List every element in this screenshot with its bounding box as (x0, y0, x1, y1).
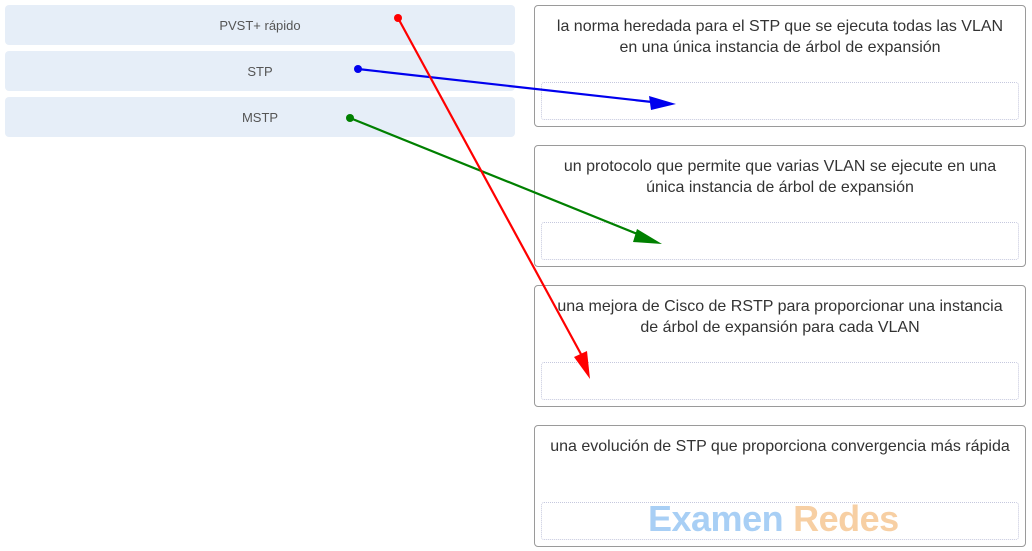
arrow-line (349, 116, 641, 237)
arrow-pvst-rapido (394, 14, 590, 379)
arrow-head (574, 351, 590, 379)
drag-item-mstp[interactable]: MSTP (5, 97, 515, 137)
drop-zone[interactable] (541, 502, 1019, 540)
drop-zone[interactable] (541, 362, 1019, 400)
target-description: la norma heredada para el STP que se eje… (556, 18, 1004, 56)
drag-item-pvst-rapido[interactable]: PVST+ rápido (5, 5, 515, 45)
watermark-part-1: Examen (648, 498, 784, 539)
arrow-line (357, 67, 653, 104)
drag-item-label: MSTP (241, 109, 279, 125)
arrow-head (649, 96, 676, 110)
target-card-1: la norma heredada para el STP que se eje… (534, 5, 1026, 127)
drop-zone[interactable] (541, 82, 1019, 120)
target-description: un protocolo que permite que varias VLAN… (563, 158, 997, 196)
arrow-head (633, 229, 662, 244)
target-card-4: una evolución de STP que proporciona con… (534, 425, 1026, 547)
watermark-part-2: Redes (793, 498, 899, 539)
arrow-stp (354, 65, 676, 110)
arrow-mstp (346, 114, 662, 244)
target-card-3: una mejora de Cisco de RSTP para proporc… (534, 285, 1026, 407)
drag-item-label: STP (247, 63, 273, 79)
drag-item-stp[interactable]: STP (5, 51, 515, 91)
arrow-line (397, 17, 583, 357)
drag-item-label: PVST+ rápido (219, 17, 301, 33)
target-card-2: un protocolo que permite que varias VLAN… (534, 145, 1026, 267)
target-description: una mejora de Cisco de RSTP para proporc… (557, 298, 1003, 336)
target-description: una evolución de STP que proporciona con… (550, 438, 1010, 455)
